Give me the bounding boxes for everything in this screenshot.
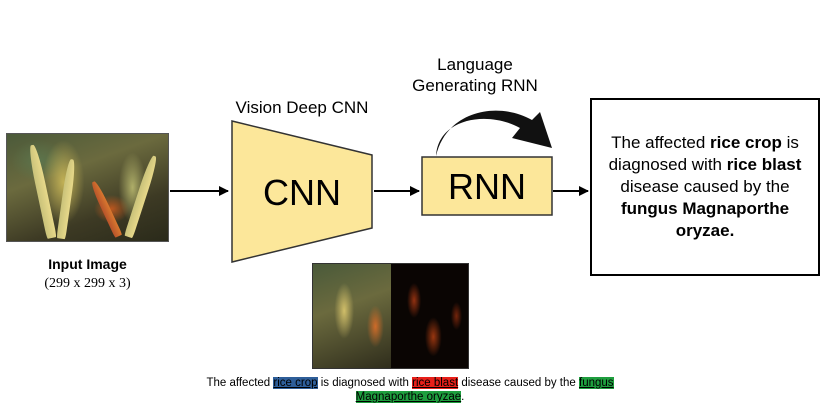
input-image [6,133,169,242]
language-rnn-label: Language Generating RNN [395,54,555,96]
input-image-dims: (299 x 299 x 3) [44,276,131,291]
output-text-3: disease caused by the [620,177,790,196]
output-bold-1: rice crop [710,133,782,152]
cnn-label: CNN [263,172,341,213]
output-text-1: The affected [611,133,711,152]
caption-highlight-rice-crop: rice crop [273,377,318,389]
output-bold-2: rice blast [726,155,802,174]
caption-text-1: The affected [206,377,274,389]
caption-highlight-fungus: fungus [579,377,614,389]
output-text-2: is diagnosed with [608,133,799,174]
output-bold-3: fungus Magnaporthe oryzae. [620,199,790,240]
attention-visualization [312,263,469,369]
caption-text-4: . [461,391,465,403]
caption-text-2: is diagnosed with [317,377,413,389]
highlighted-caption: The affected rice crop is diagnosed with… [150,376,670,404]
rnn-block [421,156,553,216]
visualization-saliency-map [390,264,468,368]
vision-cnn-label: Vision Deep CNN [235,98,369,117]
rnn-label: RNN [448,166,526,207]
caption-highlight-rice-blast: rice blast [412,377,459,389]
cnn-block [231,120,373,263]
caption-highlight-magnaporthe: Magnaporthe oryzae [355,391,462,403]
output-caption-text: The affected rice crop is diagnosed with… [606,132,804,242]
language-rnn-label-line2: Generating RNN [412,76,538,95]
language-rnn-label-line1: Language [437,55,513,74]
visualization-original-image [313,264,391,368]
recurrent-loop-arrow [436,110,552,156]
output-caption-box: The affected rice crop is diagnosed with… [590,98,820,276]
caption-text-3: disease caused by the [458,377,579,389]
input-image-title: Input Image [48,256,127,272]
